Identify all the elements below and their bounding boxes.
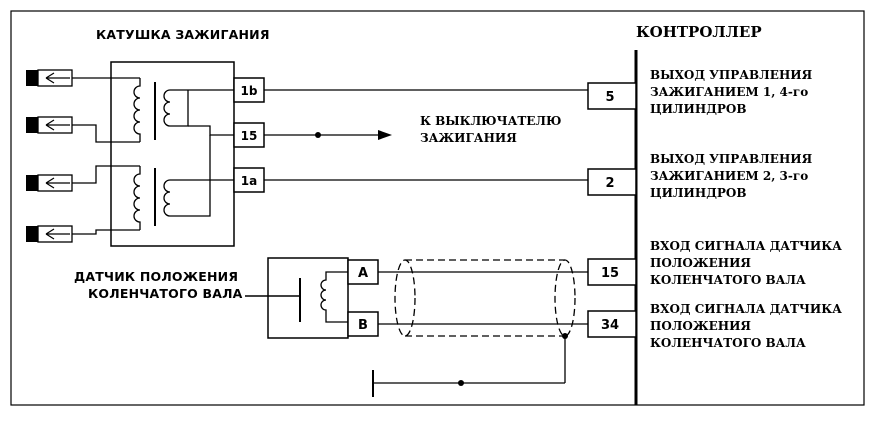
controller-pin-label: 2 [605,176,614,191]
pin-5-description: ВЫХОД УПРАВЛЕНИЯ ЗАЖИГАНИЕМ 1, 4-го ЦИЛИ… [650,68,813,116]
spark-plug-connector-3 [26,174,73,192]
svg-text:1b: 1b [241,84,258,98]
svg-text:ЦИЛИНДРОВ: ЦИЛИНДРОВ [650,186,747,200]
svg-text:15: 15 [241,129,258,143]
controller-pin-label: 5 [605,90,614,105]
pin-15-description: ВХОД СИГНАЛА ДАТЧИКА ПОЛОЖЕНИЯ КОЛЕНЧАТО… [650,239,842,287]
svg-text:ДАТЧИК ПОЛОЖЕНИЯ: ДАТЧИК ПОЛОЖЕНИЯ [74,269,238,284]
svg-text:ВЫХОД УПРАВЛЕНИЯ: ВЫХОД УПРАВЛЕНИЯ [650,152,813,166]
controller-title: КОНТРОЛЛЕР [636,23,762,41]
spark-plug-connector-2 [26,116,73,134]
spark-plug-connector-4 [26,225,73,243]
controller-pin-label: 15 [601,266,619,281]
svg-text:ЗАЖИГАНИЕМ 2, 3-го: ЗАЖИГАНИЕМ 2, 3-го [650,169,808,183]
arrow-to-switch-icon [378,130,392,140]
junction-dot [562,333,568,339]
svg-text:ЦИЛИНДРОВ: ЦИЛИНДРОВ [650,102,747,116]
pin-34-description: ВХОД СИГНАЛА ДАТЧИКА ПОЛОЖЕНИЯ КОЛЕНЧАТО… [650,302,842,350]
primary-winding-upper [163,89,189,127]
sensor-terminal-a: A [347,259,379,285]
coil-housing [110,61,235,247]
secondary-winding-upper [133,78,141,142]
svg-text:B: B [358,318,368,333]
svg-text:КОЛЕНЧАТОГО ВАЛА: КОЛЕНЧАТОГО ВАЛА [650,273,806,287]
svg-text:ПОЛОЖЕНИЯ: ПОЛОЖЕНИЯ [650,256,751,270]
coil-internal-wiring [188,89,234,217]
sensor-label: ДАТЧИК ПОЛОЖЕНИЯ КОЛЕНЧАТОГО ВАЛА [74,269,243,301]
svg-text:ВХОД СИГНАЛА ДАТЧИКА: ВХОД СИГНАЛА ДАТЧИКА [650,302,842,316]
sensor-housing [267,257,349,339]
svg-text:КОЛЕНЧАТОГО ВАЛА: КОЛЕНЧАТОГО ВАЛА [88,286,243,301]
svg-text:A: A [358,266,368,281]
sensor-terminal-b: B [347,311,379,337]
coil-terminal-1b: 1b [233,77,265,103]
primary-winding-lower [163,179,188,217]
switch-label-2: ЗАЖИГАНИЯ [420,131,517,145]
svg-text:1a: 1a [241,174,257,188]
controller-pin-label: 34 [601,318,619,333]
coil-label: КАТУШКА ЗАЖИГАНИЯ [96,27,270,42]
svg-text:КОЛЕНЧАТОГО ВАЛА: КОЛЕНЧАТОГО ВАЛА [650,336,806,350]
svg-text:ВЫХОД УПРАВЛЕНИЯ: ВЫХОД УПРАВЛЕНИЯ [650,68,813,82]
switch-label-1: К ВЫКЛЮЧАТЕЛЮ [420,114,562,128]
controller-pin-34: 34 [587,310,637,338]
controller-pin-15: 15 [587,258,637,286]
junction-dot [315,132,321,138]
sensor-winding [320,271,348,323]
svg-text:ВХОД СИГНАЛА ДАТЧИКА: ВХОД СИГНАЛА ДАТЧИКА [650,239,842,253]
svg-text:ЗАЖИГАНИЕМ 1, 4-го: ЗАЖИГАНИЕМ 1, 4-го [650,85,808,99]
controller-pin-5: 5 [587,82,637,110]
junction-dot [458,380,464,386]
svg-text:ПОЛОЖЕНИЯ: ПОЛОЖЕНИЯ [650,319,751,333]
coil-terminal-1a: 1a [233,167,265,193]
hv-leads [72,77,140,235]
secondary-winding-lower [133,166,141,230]
cable-shield [394,259,576,337]
coil-terminal-15: 15 [233,122,265,148]
spark-plug-connector-1 [26,69,73,87]
controller-pin-2: 2 [587,168,637,196]
pin-2-description: ВЫХОД УПРАВЛЕНИЯ ЗАЖИГАНИЕМ 2, 3-го ЦИЛИ… [650,152,813,200]
diagram-frame [10,10,865,406]
